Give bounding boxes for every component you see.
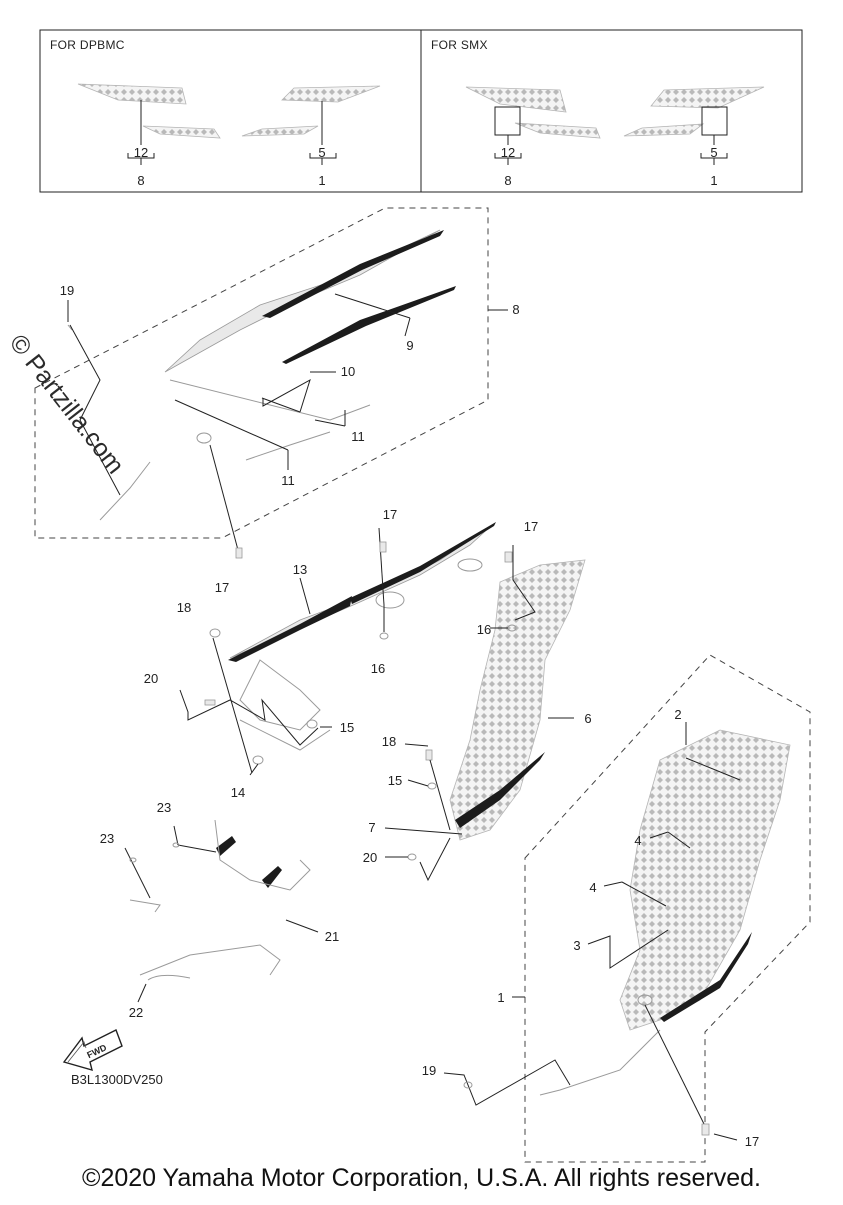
diagram-code: B3L1300DV250 — [71, 1072, 163, 1087]
callout-7: 7 — [368, 820, 375, 835]
stripe-decal-lower — [282, 286, 456, 364]
smx-left-top-label: 12 — [501, 145, 515, 160]
assembly-8-group — [34, 207, 508, 559]
callout-19b: 19 — [422, 1063, 436, 1078]
callout-4b: 4 — [589, 880, 596, 895]
callout-15a: 15 — [340, 720, 354, 735]
decal-smx-right-upper — [650, 86, 765, 109]
variant-title-smx: FOR SMX — [431, 38, 488, 52]
stripe-decal-upper — [262, 230, 444, 318]
callout-11a: 11 — [351, 429, 365, 444]
smx-right-bottom-label: 1 — [710, 173, 717, 188]
dpbmc-right-top-label: 5 — [318, 145, 325, 160]
windscreen-stripe-left — [228, 596, 352, 662]
smx-left-bottom-label: 8 — [504, 173, 511, 188]
callout-16b: 16 — [371, 661, 385, 676]
callout-23a: 23 — [157, 800, 171, 815]
callout-17c: 17 — [524, 519, 538, 534]
copyright-notice: ©2020 Yamaha Motor Corporation, U.S.A. A… — [82, 1164, 761, 1192]
callout-20a: 20 — [144, 671, 158, 686]
side-cover-stripe — [660, 932, 752, 1022]
side-panel-stripe — [455, 752, 545, 828]
side-panel-part-6 — [449, 559, 586, 841]
callout-16a: 16 — [477, 622, 491, 637]
callout-21: 21 — [325, 929, 339, 944]
bracket-stripe-a — [216, 836, 236, 856]
callout-6: 6 — [584, 711, 591, 726]
windscreen-stripe-right — [350, 522, 496, 604]
decal-dpbmc-right-lower — [241, 125, 319, 137]
bracket-stripe-b — [262, 866, 282, 888]
callout-15b: 15 — [388, 773, 402, 788]
callout-19a: 19 — [60, 283, 74, 298]
dpbmc-left-top-label: 12 — [134, 145, 148, 160]
variant-title-dpbmc: FOR DPBMC — [50, 38, 125, 52]
callout-17a: 17 — [215, 580, 229, 595]
lower-left-parts — [124, 819, 319, 1003]
callout-3: 3 — [573, 938, 580, 953]
assembly-1-group — [443, 654, 811, 1163]
variants-box: FOR DPBMC FOR SMX 12 8 5 1 12 8 5 1 — [39, 29, 803, 193]
callout-22: 22 — [129, 1005, 143, 1020]
callout-23b: 23 — [100, 831, 114, 846]
callout-13: 13 — [293, 562, 307, 577]
decal-smx-left-lower — [514, 122, 601, 139]
decal-dpbmc-left-lower — [142, 125, 221, 139]
callout-2: 2 — [674, 707, 681, 722]
callout-17b: 17 — [383, 507, 397, 522]
side-cover-part-1 — [619, 729, 791, 1031]
callout-labels: 19 8 9 10 11 11 17 17 17 13 18 16 16 20 … — [60, 283, 759, 1149]
windscreen-part-13 — [229, 524, 493, 659]
callout-20b: 20 — [363, 850, 377, 865]
smx-right-top-label: 5 — [710, 145, 717, 160]
callout-18a: 18 — [177, 600, 191, 615]
decal-smx-right-lower — [623, 123, 705, 137]
callout-17d: 17 — [745, 1134, 759, 1149]
callout-9: 9 — [406, 338, 413, 353]
callout-8: 8 — [512, 302, 519, 317]
fwd-arrow-icon: FWD — [62, 1029, 123, 1072]
decal-smx-left-upper — [465, 86, 567, 113]
decal-dpbmc-left-upper — [77, 83, 187, 105]
center-parts — [179, 522, 586, 882]
callout-10: 10 — [341, 364, 355, 379]
callout-11b: 11 — [281, 473, 295, 488]
callout-18b: 18 — [382, 734, 396, 749]
dpbmc-left-bottom-label: 8 — [137, 173, 144, 188]
decal-dpbmc-right-upper — [281, 85, 381, 103]
callout-4a: 4 — [634, 833, 641, 848]
callout-1: 1 — [497, 990, 504, 1005]
dpbmc-right-bottom-label: 1 — [318, 173, 325, 188]
callout-14: 14 — [231, 785, 245, 800]
